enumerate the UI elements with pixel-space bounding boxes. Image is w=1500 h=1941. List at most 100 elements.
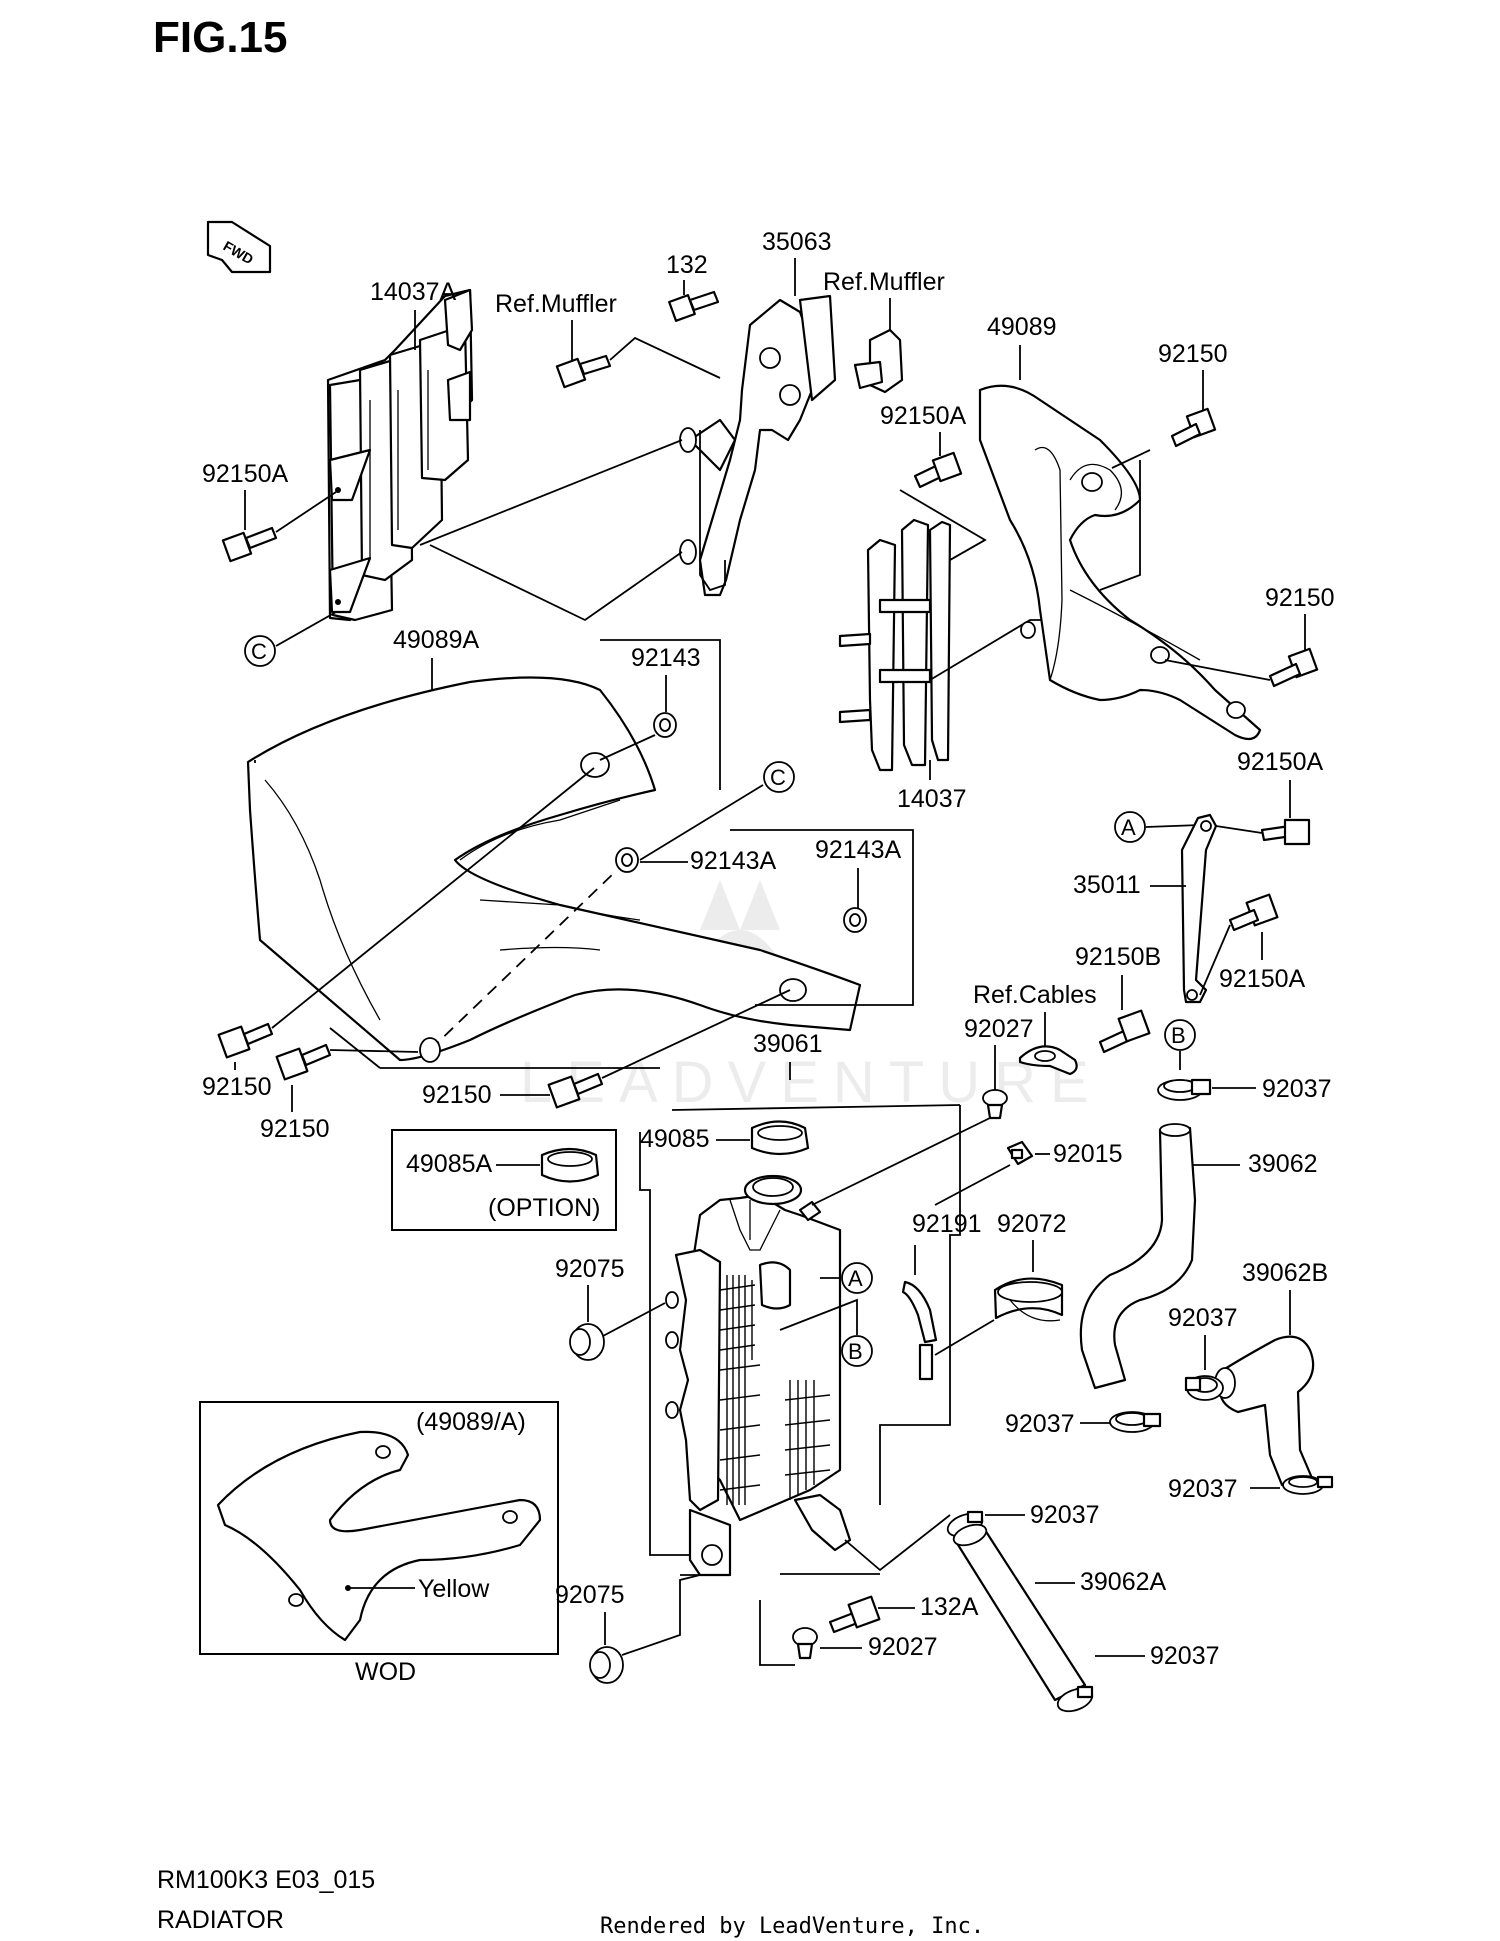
radiator-hose-39062b: [1214, 1335, 1315, 1487]
ref-marker-b-upper: [1164, 1019, 1196, 1051]
callout-wod: WOD: [355, 1658, 416, 1686]
bolt-132a: [828, 1595, 881, 1634]
callout-option: (OPTION): [488, 1194, 601, 1222]
callout-92150-c: 92150: [422, 1081, 492, 1109]
callout-92037-upper: 92037: [1262, 1075, 1332, 1103]
bolt-92150-a: [217, 1022, 274, 1059]
callout-49089a: 49089A: [393, 626, 480, 654]
grommet-92075-lower: [589, 1646, 624, 1684]
ref-marker-a-upper: [1114, 811, 1146, 843]
bolt-92150a-lower-right: [1228, 893, 1279, 932]
callout-92037-right: 92037: [1168, 1475, 1238, 1503]
callout-132: 132: [666, 251, 708, 279]
callout-39062b: 39062B: [1242, 1259, 1328, 1287]
callout-92150-right-lower: 92150: [1265, 584, 1335, 612]
wod-inset-box: [199, 1401, 559, 1655]
bolt-92150b: [1098, 1009, 1151, 1054]
callout-39062a: 39062A: [1080, 1568, 1167, 1596]
callout-49089: 49089: [987, 313, 1057, 341]
callout-92072: 92072: [997, 1210, 1067, 1238]
bolt-92150a-center: [913, 451, 963, 489]
watermark: LEADVENTURE: [520, 1050, 1103, 1115]
callout-39062: 39062: [1248, 1150, 1318, 1178]
band-92072: [993, 1277, 1064, 1322]
hose-clamp-92037-left: [1109, 1411, 1162, 1433]
callout-92015: 92015: [1053, 1140, 1123, 1168]
callout-35063: 35063: [762, 228, 832, 256]
radiator-core-fins: [719, 1275, 831, 1505]
bolt-132: [668, 290, 720, 322]
callout-92037-lower-a: 92037: [1030, 1501, 1100, 1529]
radiator-hose-39062: [1079, 1123, 1197, 1390]
mounting-bracket-35063: [679, 294, 837, 597]
ref-marker-b-upper-label: B: [1171, 1023, 1186, 1048]
callout-49089-a-inset: (49089/A): [416, 1408, 526, 1436]
figure-title: FIG.15: [153, 13, 288, 62]
ref-marker-c-lower-label: C: [770, 765, 786, 790]
radiator-hose-39062a: [952, 1523, 1087, 1702]
option-box: [391, 1129, 617, 1231]
callout-92150b: 92150B: [1075, 943, 1161, 971]
callout-92027-lower: 92027: [868, 1633, 938, 1661]
callout-92143a-center: 92143A: [690, 847, 777, 875]
hose-clamp-92037-upper: [1157, 1078, 1212, 1101]
callout-92143a-right: 92143A: [815, 836, 902, 864]
footer-model-code: RM100K3 E03_015: [157, 1866, 375, 1894]
callout-92150-b: 92150: [260, 1115, 330, 1143]
shroud-wod-inset: [216, 1430, 542, 1642]
callout-132a: 132A: [920, 1593, 979, 1621]
grommet-92143: [653, 712, 677, 738]
bolt-92150-b: [275, 1043, 332, 1081]
radiator-39061: [665, 1174, 852, 1577]
bolt-92150-c: [547, 1072, 604, 1109]
callout-ref-muffler-left: Ref.Muffler: [495, 290, 617, 318]
overflow-hose-92191: [901, 1280, 938, 1381]
muffler-bracket-ref-right: [853, 328, 904, 394]
footer-rendered-by: Rendered by LeadVenture, Inc.: [600, 1914, 984, 1939]
ref-marker-a-upper-label: A: [1121, 815, 1136, 840]
callout-92075-upper: 92075: [555, 1255, 625, 1283]
ref-marker-c-lower: [763, 761, 795, 793]
radiator-louver-14037: [838, 518, 952, 772]
callout-92143: 92143: [631, 644, 701, 672]
callout-14037a: 14037A: [370, 278, 457, 306]
ref-marker-c-upper: [244, 635, 276, 667]
bolt-92150-right-upper: [1170, 407, 1217, 448]
fwd-arrow-icon: FWD: [206, 220, 272, 274]
callout-92037-left: 92037: [1005, 1410, 1075, 1438]
ref-marker-a-lower: [841, 1262, 873, 1294]
clip-nut-92015: [1006, 1140, 1034, 1166]
cable-clamp-ref: [1018, 1045, 1078, 1076]
callout-35011: 35011: [1073, 871, 1141, 899]
washer-92027-upper: [982, 1089, 1008, 1120]
callout-39061: 39061: [753, 1030, 823, 1058]
washer-92027-lower: [792, 1627, 818, 1660]
callout-ref-cables: Ref.Cables: [973, 981, 1097, 1009]
hose-clamp-92037-right: [1282, 1475, 1334, 1495]
callout-92150-a: 92150: [202, 1073, 272, 1101]
ref-marker-a-lower-label: A: [848, 1266, 863, 1291]
radiator-louver-14037a: [326, 288, 474, 622]
footer-section-name: RADIATOR: [157, 1906, 284, 1934]
ref-marker-c-upper-label: C: [251, 639, 267, 664]
grommet-92143a-right: [843, 907, 867, 933]
ref-marker-b-lower-label: B: [848, 1339, 863, 1364]
callout-92150a-center: 92150A: [880, 402, 967, 430]
cap-49085a: [540, 1147, 600, 1183]
hose-clamp-92037-middle: [1184, 1375, 1224, 1401]
callout-92037-lower-b: 92037: [1150, 1642, 1220, 1670]
grommet-92143a-center: [615, 847, 639, 873]
bolt-ref-muffler-left: [555, 354, 612, 389]
bolt-92150a-left: [221, 491, 337, 563]
bolt-92150a-upper-right: [1260, 818, 1311, 846]
grommet-92075-upper: [569, 1323, 605, 1361]
callout-92150a-upper-right: 92150A: [1237, 748, 1324, 776]
callout-92075-lower: 92075: [555, 1581, 625, 1609]
callout-92191: 92191: [912, 1210, 982, 1238]
callout-49085: 49085: [640, 1125, 710, 1153]
cap-49085: [750, 1120, 810, 1156]
callout-14037: 14037: [897, 785, 967, 813]
callout-ref-muffler-right: Ref.Muffler: [823, 268, 945, 296]
callout-92150-right-upper: 92150: [1158, 340, 1228, 368]
